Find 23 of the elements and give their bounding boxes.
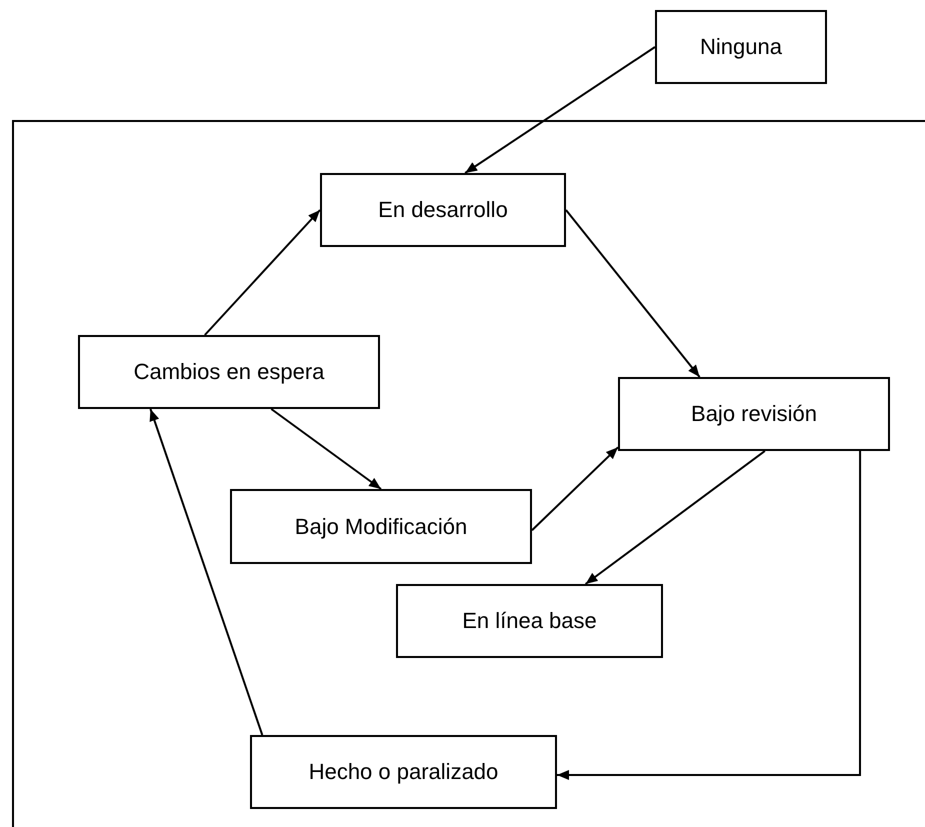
state-box [618, 377, 890, 451]
arrow [464, 46, 656, 174]
state-label: Cambios en espera [134, 359, 324, 385]
state-label: Hecho o paralizado [308, 759, 498, 785]
state-box [250, 735, 557, 809]
arrow [531, 446, 619, 531]
arrow [150, 408, 264, 736]
state-box [230, 489, 532, 564]
arrow [270, 408, 382, 490]
state-label: Ninguna [700, 34, 782, 60]
state-box [78, 335, 380, 409]
state-label: Bajo revisión [691, 401, 817, 427]
frame-border [12, 120, 925, 827]
state-label: En línea base [462, 608, 597, 634]
state-box [396, 584, 663, 658]
arrow [204, 209, 321, 336]
state-label: Bajo Modificación [294, 514, 468, 540]
arrow [565, 209, 700, 378]
state-box [320, 173, 566, 247]
state-box [655, 10, 827, 84]
arrow [557, 451, 862, 780]
state-label: En desarrollo [378, 197, 508, 223]
arrow [584, 450, 766, 585]
